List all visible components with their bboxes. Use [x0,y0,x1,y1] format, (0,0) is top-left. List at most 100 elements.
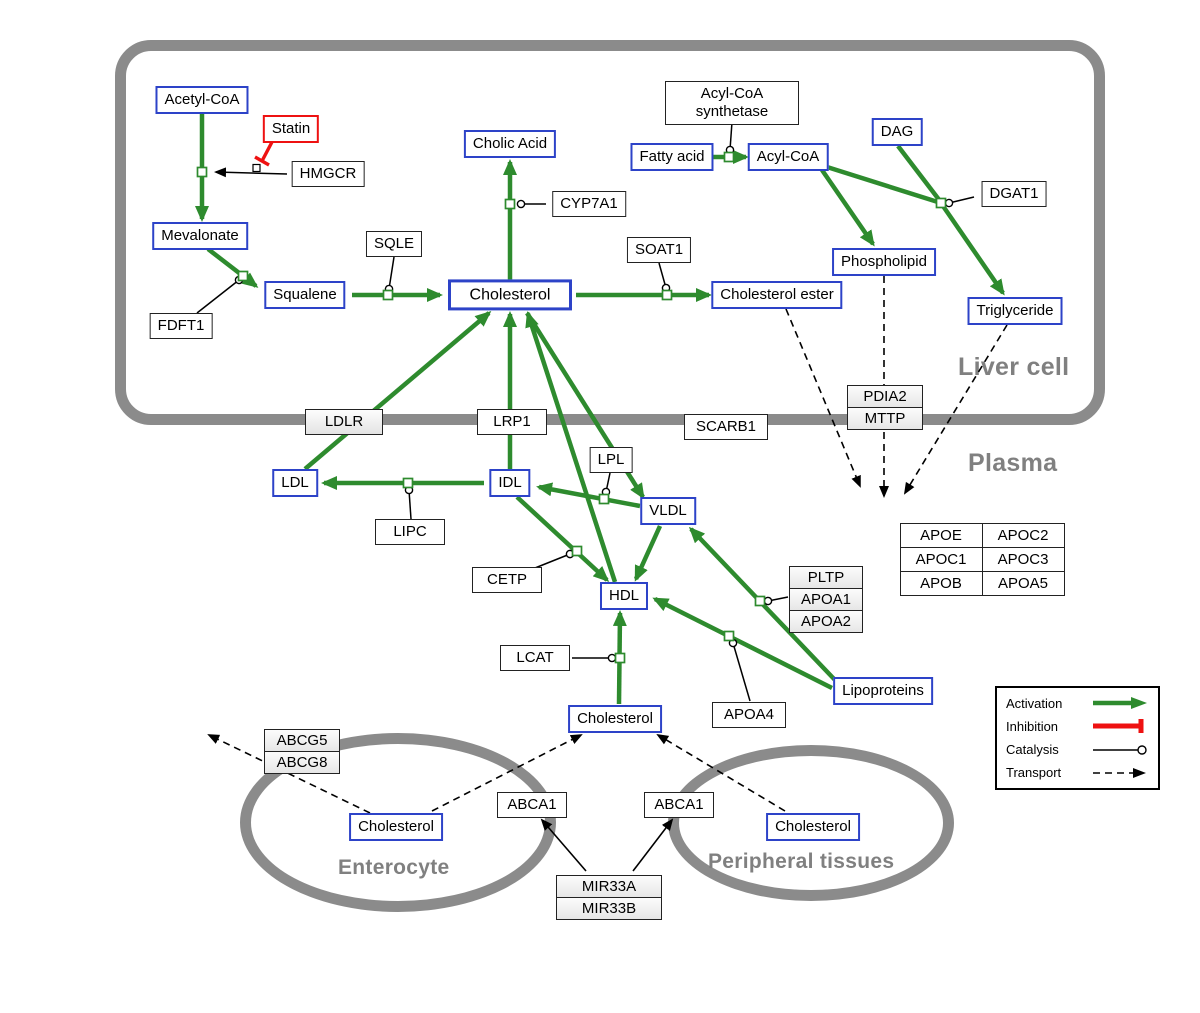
node-cholesterol-liver[interactable]: Cholesterol [448,279,572,311]
node-pdia2[interactable]: PDIA2 [847,385,923,408]
edge-dgat1-catalysis [944,196,975,208]
node-cholesterol-enterocyte[interactable]: Cholesterol [349,813,443,841]
legend: Activation Inhibition Catalysis Transpor… [995,686,1160,790]
edge-acs-catalysis [725,121,735,155]
node-vldl[interactable]: VLDL [640,497,696,525]
edge-lipoproteins-hdl [652,596,834,691]
edge-acylcoa-junction [826,164,942,206]
node-dag[interactable]: DAG [871,118,923,146]
node-lipoproteins[interactable]: Lipoproteins [833,677,933,705]
node-lpl[interactable]: LPL [589,447,633,473]
edge-apoa4-catalysis [728,638,751,702]
reaction-node [571,545,583,557]
node-mir33a[interactable]: MIR33A [556,875,662,898]
node-apoe[interactable]: APOE [899,522,983,548]
legend-row-catalysis: Catalysis [1006,742,1149,758]
edge-mevalonate-squalene [206,247,259,288]
node-cholesterol-peripheral[interactable]: Cholesterol [766,813,860,841]
acs-label-line1: Acyl-CoA [700,85,764,102]
reaction-node [614,652,626,664]
node-apoc3[interactable]: APOC3 [981,546,1065,572]
node-dgat1[interactable]: DGAT1 [981,181,1047,207]
edge-cetp-catalysis [534,549,575,569]
node-apoa2[interactable]: APOA2 [789,610,863,633]
node-idl[interactable]: IDL [489,469,531,497]
node-hmgcr[interactable]: HMGCR [291,161,365,187]
node-apoa4[interactable]: APOA4 [712,702,786,728]
node-acetyl-coa[interactable]: Acetyl-CoA [155,86,249,114]
node-mir33b[interactable]: MIR33B [556,897,662,920]
reaction-nodes [196,151,947,664]
edge-statin-inhibition [260,141,274,162]
legend-row-activation: Activation [1006,695,1149,711]
node-acyl-coa-synthetase[interactable]: Acyl-CoA synthetase [665,81,799,125]
reaction-node [935,197,947,209]
node-abcg8[interactable]: ABCG8 [264,751,340,774]
node-fdft1[interactable]: FDFT1 [149,313,213,339]
legend-activation-label: Activation [1006,695,1063,711]
node-squalene[interactable]: Squalene [264,281,346,309]
edge-enterocyte-excretion-transport [207,734,371,814]
edge-idl-hdl [515,495,610,583]
reaction-node [598,493,610,505]
reaction-node [237,270,249,282]
node-triglyceride[interactable]: Triglyceride [967,297,1063,325]
node-lcat[interactable]: LCAT [500,645,570,671]
node-cetp[interactable]: CETP [472,567,542,593]
edge-enterocyte-plasma-transport [431,734,583,812]
node-cholic-acid[interactable]: Cholic Acid [463,130,557,158]
node-abcg5[interactable]: ABCG5 [264,729,340,752]
node-apoa1[interactable]: APOA1 [789,588,863,611]
edge-hmgcr-catalysis [214,167,288,178]
peripheral-tissues-label: Peripheral tissues [708,850,895,873]
edge-pltp-catalysis [763,596,789,606]
node-lipc[interactable]: LIPC [375,519,445,545]
node-apoc1[interactable]: APOC1 [899,546,983,572]
node-lrp1[interactable]: LRP1 [477,409,547,435]
node-statin[interactable]: Statin [262,115,320,143]
reaction-node [196,166,208,178]
node-fatty-acid[interactable]: Fatty acid [630,143,714,171]
node-abca1-right[interactable]: ABCA1 [644,792,714,818]
node-pltp[interactable]: PLTP [789,566,863,589]
node-cholesterol-plasma[interactable]: Cholesterol [568,705,662,733]
edge-mir33-abca1-left [540,818,587,872]
reaction-node [402,477,414,489]
node-apob[interactable]: APOB [899,570,983,596]
node-apoc2[interactable]: APOC2 [981,522,1065,548]
reaction-node [661,289,673,301]
node-sqle[interactable]: SQLE [365,231,423,257]
reaction-node [723,151,735,163]
node-acyl-coa[interactable]: Acyl-CoA [747,143,829,171]
acs-label-line2: synthetase [695,103,769,120]
node-mir33-complex: MIR33A MIR33B [556,875,662,920]
reaction-node [723,630,735,642]
node-soat1[interactable]: SOAT1 [626,237,692,263]
liver-cell-compartment [115,40,1105,425]
edge-cholesterolester-plasma-transport [785,308,861,488]
node-cholesterol-ester[interactable]: Cholesterol ester [711,281,843,309]
edge-triglyceride-plasma-transport [903,324,1008,495]
edge-junction-triglyceride [941,204,1005,296]
edge-ldl-cholesterol [303,311,492,471]
node-apoa5[interactable]: APOA5 [981,570,1065,596]
node-phospholipid[interactable]: Phospholipid [832,248,936,276]
node-mttp[interactable]: MTTP [847,407,923,430]
edge-dag-junction [896,144,942,203]
legend-catalysis-label: Catalysis [1006,742,1059,758]
edge-sqle-catalysis [384,256,395,294]
node-abcg5-abcg8-complex: ABCG5 ABCG8 [264,729,340,774]
catalysis-circle-icon [1093,744,1147,755]
edge-vldl-hdl [633,525,663,582]
node-scarb1[interactable]: SCARB1 [684,414,768,440]
edge-peripheral-plasma-transport [656,733,786,812]
node-abca1-left[interactable]: ABCA1 [497,792,567,818]
node-ldlr[interactable]: LDLR [305,409,383,435]
node-mevalonate[interactable]: Mevalonate [152,222,248,250]
node-cyp7a1[interactable]: CYP7A1 [552,191,626,217]
node-hdl[interactable]: HDL [599,582,649,610]
plasma-label: Plasma [968,449,1058,477]
liver-cell-label: Liver cell [958,353,1070,381]
node-ldl[interactable]: LDL [272,469,318,497]
